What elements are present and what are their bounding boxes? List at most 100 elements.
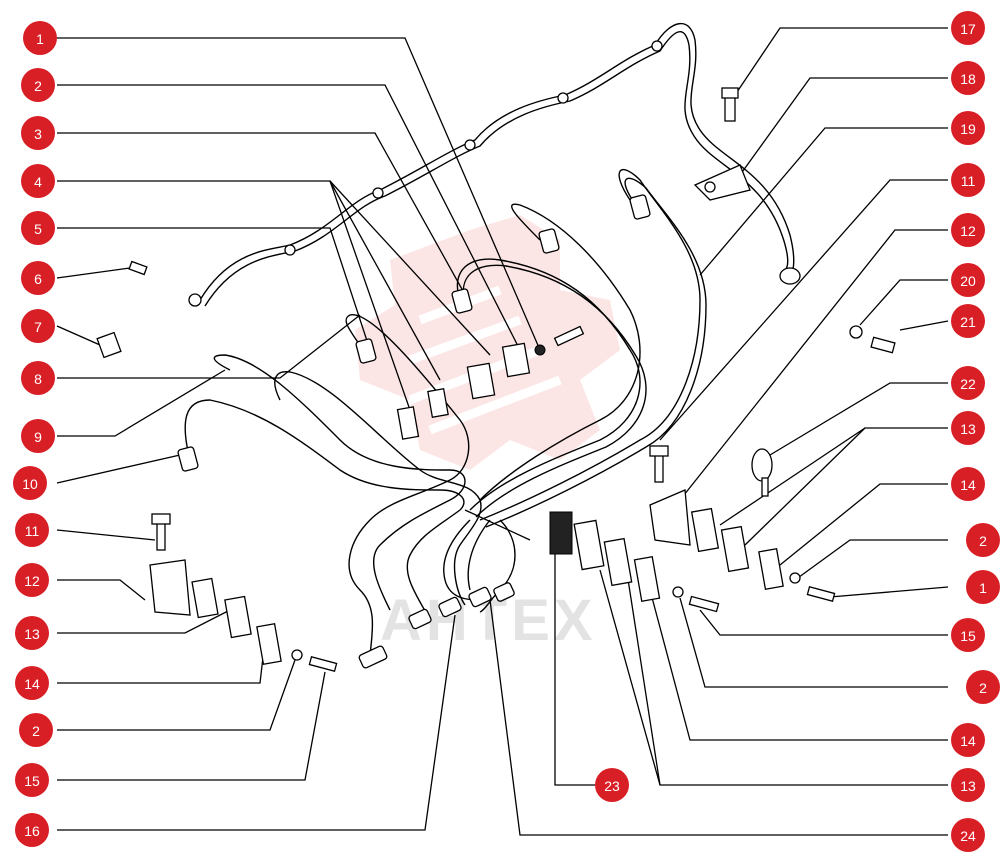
callout-marker [966, 570, 1000, 604]
callout-label: 14 [960, 733, 976, 749]
callout-2: 2 [966, 523, 1000, 557]
callout-marker [951, 411, 985, 445]
callout-marker [21, 309, 55, 343]
callout-11: 11 [15, 513, 49, 547]
callout-marker [951, 366, 985, 400]
callout-label: 11 [25, 523, 40, 539]
callout-17: 17 [951, 11, 985, 45]
callout-label: 6 [34, 271, 42, 287]
callout-marker [966, 670, 1000, 704]
callout-label: 2 [32, 723, 40, 739]
callout-marker [15, 616, 49, 650]
callout-15: 15 [951, 618, 985, 652]
callout-9: 9 [21, 419, 55, 453]
callout-label: 15 [960, 628, 976, 644]
callout-label: 15 [24, 773, 40, 789]
callout-marker [951, 213, 985, 247]
clamps-and-brackets [96, 87, 896, 673]
callout-16: 16 [15, 813, 49, 847]
callout-marker [951, 304, 985, 338]
callout-label: 21 [960, 314, 976, 330]
callout-label: 22 [960, 376, 976, 392]
callout-label: 7 [34, 319, 42, 335]
watermark-logo [355, 215, 620, 470]
callout-13: 13 [951, 768, 985, 802]
callout-2: 2 [19, 713, 53, 747]
callout-label: 17 [960, 21, 976, 37]
callout-label: 24 [960, 828, 976, 844]
callout-20: 20 [951, 263, 985, 297]
callout-marker [951, 467, 985, 501]
callout-marker [21, 164, 55, 198]
callout-marker [21, 211, 55, 245]
callout-label: 14 [960, 477, 976, 493]
callout-label: 8 [34, 371, 42, 387]
callout-21: 21 [951, 304, 985, 338]
callout-15: 15 [15, 763, 49, 797]
callout-label: 16 [24, 823, 40, 839]
callout-label: 13 [24, 626, 40, 642]
leader-lines [56, 27, 949, 836]
callout-marker [951, 818, 985, 852]
callout-12: 12 [15, 563, 49, 597]
callout-label: 2 [34, 78, 42, 94]
callout-marker [21, 116, 55, 150]
callout-label: 1 [979, 580, 987, 596]
callout-23: 23 [595, 768, 629, 802]
callout-marker [951, 163, 985, 197]
callout-label: 2 [979, 680, 987, 696]
callout-marker [15, 763, 49, 797]
callout-3: 3 [21, 116, 55, 150]
callout-marker [21, 68, 55, 102]
callout-label: 3 [34, 126, 42, 142]
callout-13: 13 [15, 616, 49, 650]
callout-label: 2 [979, 533, 987, 549]
callout-5: 5 [21, 211, 55, 245]
callout-label: 19 [960, 121, 976, 137]
callout-7: 7 [21, 309, 55, 343]
callout-marker [15, 513, 49, 547]
callout-marker [21, 361, 55, 395]
callout-label: 12 [960, 223, 976, 239]
callout-2: 2 [21, 68, 55, 102]
callout-22: 22 [951, 366, 985, 400]
callout-24: 24 [951, 818, 985, 852]
callout-label: 20 [960, 273, 976, 289]
callout-marker [15, 813, 49, 847]
callout-19: 19 [951, 111, 985, 145]
callout-label: 12 [24, 573, 40, 589]
callout-label: 10 [22, 476, 38, 492]
callout-2: 2 [966, 670, 1000, 704]
callout-label: 11 [961, 173, 976, 189]
callout-label: 23 [604, 778, 620, 794]
callout-group: 1234567891011121314215161718191112202122… [13, 11, 1000, 852]
callout-6: 6 [21, 261, 55, 295]
callout-label: 9 [34, 429, 42, 445]
callout-marker [595, 768, 629, 802]
callout-marker [951, 61, 985, 95]
callout-8: 8 [21, 361, 55, 395]
callout-18: 18 [951, 61, 985, 95]
callout-marker [15, 666, 49, 700]
callout-marker [21, 419, 55, 453]
callout-14: 14 [15, 666, 49, 700]
callout-marker [951, 111, 985, 145]
callout-marker [13, 466, 47, 500]
callout-marker [951, 11, 985, 45]
callout-marker [23, 21, 57, 55]
callout-label: 5 [34, 221, 42, 237]
callout-10: 10 [13, 466, 47, 500]
callout-marker [951, 768, 985, 802]
callout-12: 12 [951, 213, 985, 247]
pipe-fittings [177, 40, 801, 669]
callout-marker [21, 261, 55, 295]
callout-marker [951, 723, 985, 757]
injection-pipes [184, 22, 795, 661]
callout-marker [966, 523, 1000, 557]
callout-marker [19, 713, 53, 747]
callout-14: 14 [951, 467, 985, 501]
callout-label: 1 [36, 31, 44, 47]
callout-marker [15, 563, 49, 597]
callout-marker [951, 618, 985, 652]
